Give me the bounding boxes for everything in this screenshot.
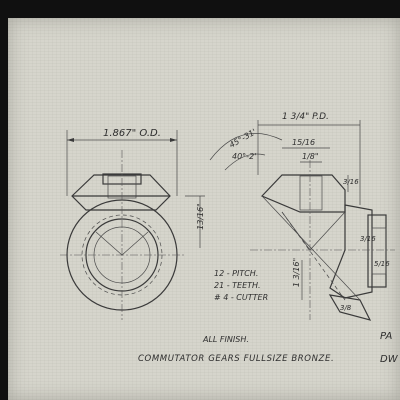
od-dimension: [66, 130, 178, 196]
left-height-dimension: [185, 195, 205, 248]
od-dimension-label: 1.867" O.D.: [103, 128, 161, 139]
left-gear-end-view: [60, 150, 184, 320]
spec-note-3: # 4 - CUTTER: [214, 293, 269, 302]
small-dim-c: 5/16: [374, 260, 390, 268]
right-gear-assembly: [250, 160, 395, 321]
spec-note-1: 12 - PITCH.: [214, 269, 259, 278]
left-height-label: 13/16": [195, 203, 205, 230]
face-dim-label: 15/16: [292, 138, 316, 147]
tip-dim-label: 1/8": [302, 152, 319, 161]
drawing-title: COMMUTATOR GEARS FULLSIZE BRONZE.: [138, 354, 335, 364]
drawing-sheet: [8, 18, 400, 400]
right-height-label: 1 3/16": [292, 257, 302, 288]
corner-text-2: DW: [380, 354, 398, 365]
corner-text-1: PA: [380, 331, 393, 342]
spec-note-2: 21 - TEETH.: [214, 281, 261, 290]
pitch-diameter-label: 1 3/4" P.D.: [282, 112, 329, 122]
small-dim-b: 3/16: [360, 235, 376, 243]
small-dim-d: 3/8: [340, 304, 352, 312]
finish-note: ALL FINISH.: [203, 335, 249, 344]
angle2-label: 40°-2': [232, 152, 257, 161]
small-dim-a: 3/16: [343, 178, 359, 186]
right-dimensions: [209, 120, 361, 300]
left-gear-section: [71, 173, 171, 211]
